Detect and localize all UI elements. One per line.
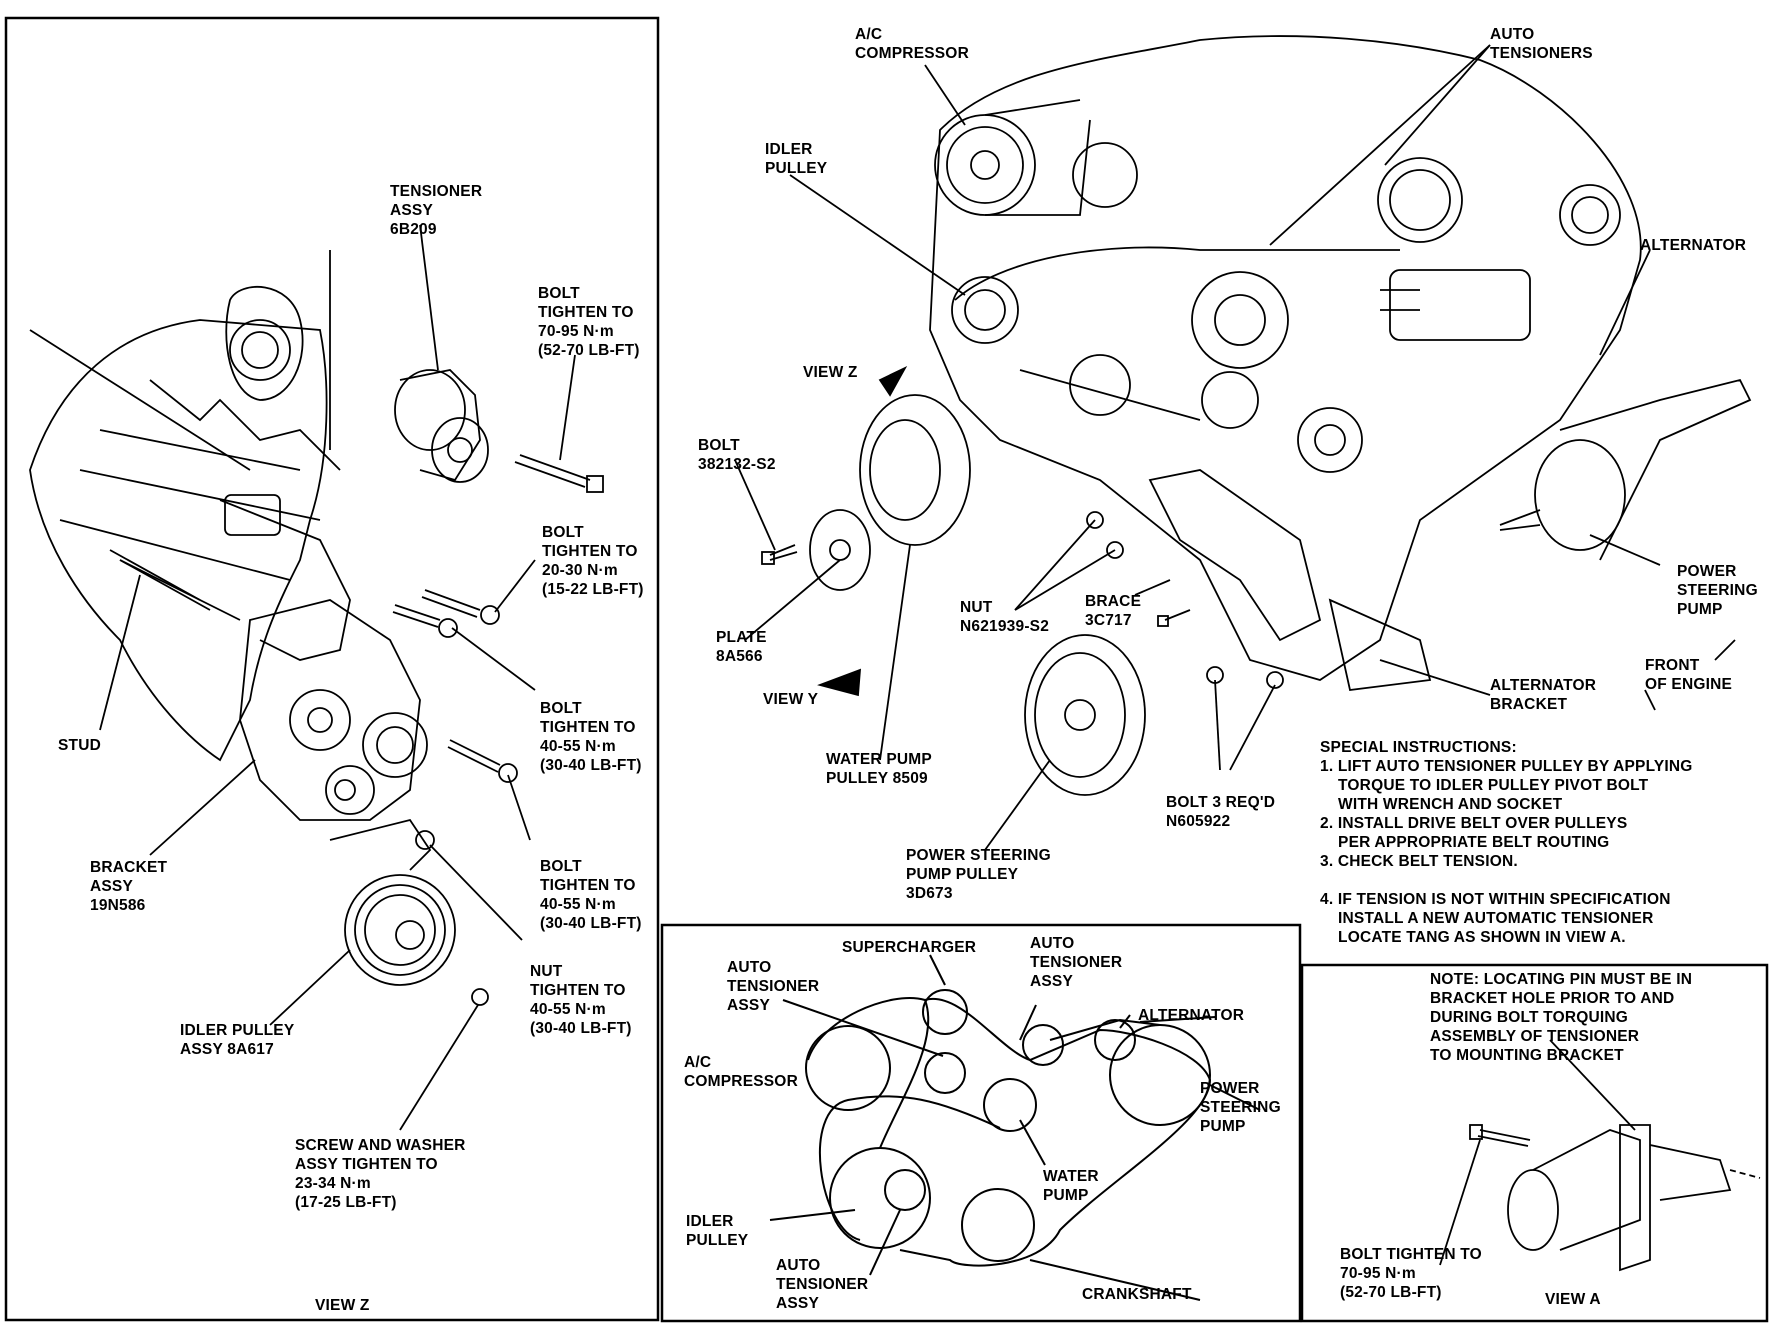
bolt-40-55-a-label: BOLT TIGHTEN TO 40-55 N·m (30-40 LB-FT): [540, 700, 642, 774]
ac-compressor-label: A/C COMPRESSOR: [855, 26, 969, 62]
stud-label: STUD: [58, 737, 101, 754]
route-ac-compressor-label: A/C COMPRESSOR: [684, 1054, 798, 1090]
auto-tensioner-assy-label-1: AUTO TENSIONER ASSY: [727, 959, 820, 1014]
route-crankshaft-label: CRANKSHAFT: [1082, 1286, 1192, 1303]
route-alternator-label: ALTERNATOR: [1138, 1007, 1245, 1024]
view-z-drawing: [29, 224, 604, 1131]
bolt-40-55-b-label: BOLT TIGHTEN TO 40-55 N·m (30-40 LB-FT): [540, 858, 642, 932]
supercharger-label: SUPERCHARGER: [842, 939, 977, 956]
bolt-382132-label: BOLT 382132-S2: [698, 437, 776, 473]
auto-tensioner-assy-label-2: AUTO TENSIONER ASSY: [1030, 935, 1123, 990]
alternator-label: ALTERNATOR: [1640, 237, 1747, 254]
nut-n621939-label: NUT N621939-S2: [960, 599, 1050, 635]
front-of-engine-label: FRONT OF ENGINE: [1645, 657, 1733, 693]
belt-routing-diagram: [769, 954, 1261, 1301]
bolt-20-30-label: BOLT TIGHTEN TO 20-30 N·m (15-22 LB-FT): [542, 524, 644, 598]
special-instructions: SPECIAL INSTRUCTIONS: 1. LIFT AUTO TENSI…: [1320, 739, 1693, 946]
tensioner-assy-label: TENSIONER ASSY 6B209: [390, 183, 483, 238]
bracket-assy-label: BRACKET ASSY 19N586: [90, 859, 168, 914]
ps-pump-pulley-label: POWER STEERING PUMP PULLEY 3D673: [906, 847, 1051, 902]
view-a-caption: VIEW A: [1545, 1291, 1601, 1308]
bolt-70-95-label: BOLT TIGHTEN TO 70-95 N·m (52-70 LB-FT): [538, 285, 640, 359]
brace-3c717-label: BRACE 3C717: [1085, 593, 1142, 629]
route-power-steering-label: POWER STEERING PUMP: [1200, 1080, 1281, 1135]
route-water-pump-label: WATER PUMP: [1043, 1168, 1099, 1204]
panel-frames: [4, 16, 1769, 1323]
alternator-bracket-label: ALTERNATOR BRACKET: [1490, 677, 1597, 713]
water-pump-pulley-label: WATER PUMP PULLEY 8509: [826, 751, 932, 787]
bolt-view-a-label: BOLT TIGHTEN TO 70-95 N·m (52-70 LB-FT): [1340, 1246, 1482, 1301]
engine-drawing: [734, 35, 1752, 851]
nut-40-55-label: NUT TIGHTEN TO 40-55 N·m (30-40 LB-FT): [530, 963, 632, 1037]
view-y-label: VIEW Y: [763, 691, 819, 708]
view-z-caption: VIEW Z: [315, 1297, 370, 1314]
auto-tensioners-label: AUTO TENSIONERS: [1490, 26, 1593, 62]
idler-pulley-assy-label: IDLER PULLEY ASSY 8A617: [180, 1022, 295, 1058]
idler-pulley-label: IDLER PULLEY: [765, 141, 828, 177]
auto-tensioner-assy-label-3: AUTO TENSIONER ASSY: [776, 1257, 869, 1312]
bolt-3-reqd-label: BOLT 3 REQ'D N605922: [1166, 794, 1276, 830]
screw-washer-label: SCREW AND WASHER ASSY TIGHTEN TO 23-34 N…: [295, 1137, 466, 1211]
route-idler-pulley-label: IDLER PULLEY: [686, 1213, 749, 1249]
note-locating-pin: NOTE: LOCATING PIN MUST BE IN BRACKET HO…: [1430, 971, 1693, 1064]
view-z-marker-label: VIEW Z: [803, 364, 858, 381]
power-steering-pump-label: POWER STEERING PUMP: [1677, 563, 1758, 618]
view-a-drawing: [1439, 1039, 1761, 1272]
plate-8a566-label: PLATE 8A566: [716, 629, 767, 665]
